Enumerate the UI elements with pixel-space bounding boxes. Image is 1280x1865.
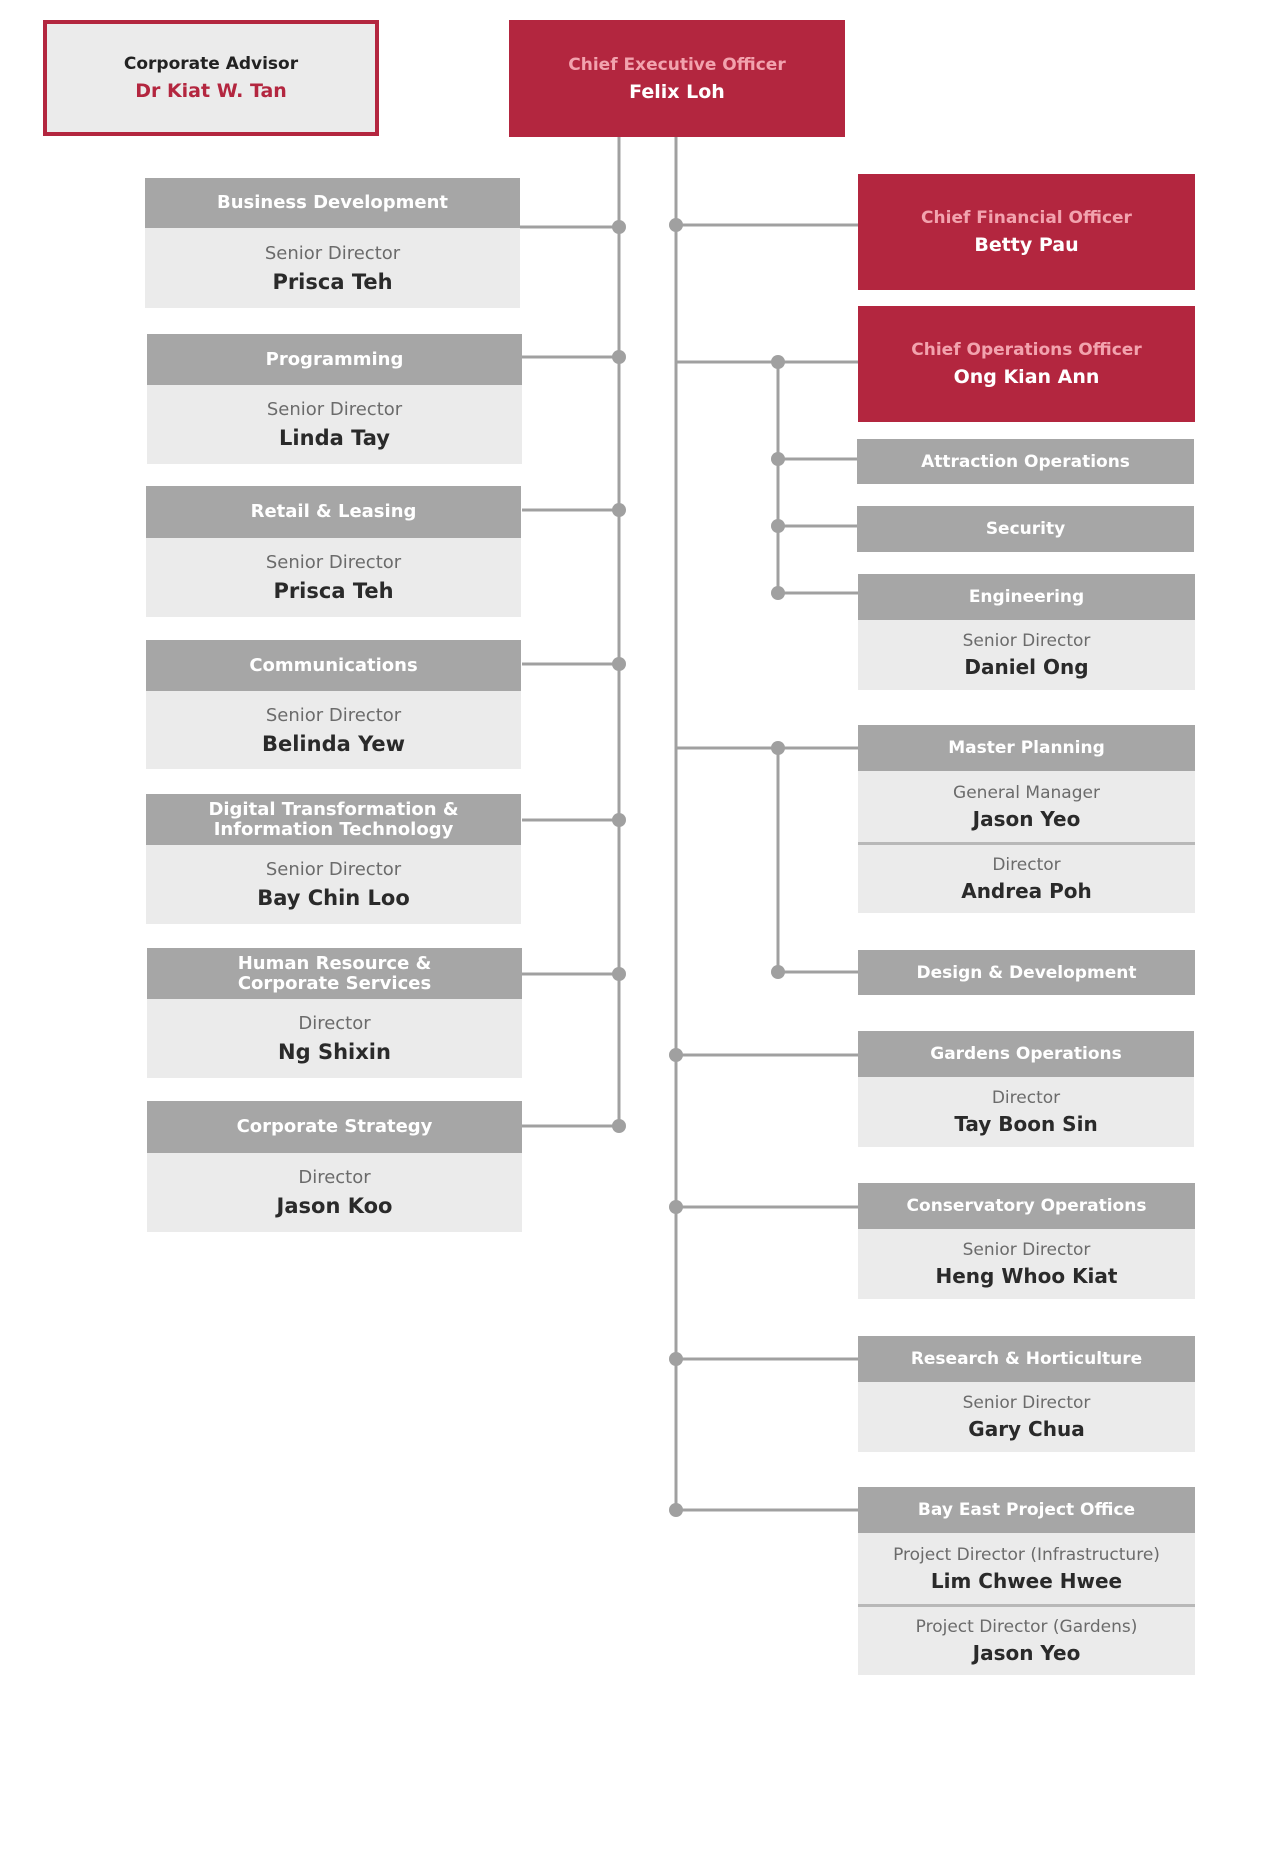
dept-person: Daniel Ong <box>964 655 1089 679</box>
dept-security: Security <box>857 506 1194 552</box>
dept-body: Director Tay Boon Sin <box>858 1077 1194 1147</box>
dept-header: Design & Development <box>858 950 1195 995</box>
dept-human-resource-corporate-services: Human Resource & Corporate Services Dire… <box>147 948 522 1078</box>
dept-title: Senior Director <box>265 859 402 880</box>
dept-header: Conservatory Operations <box>858 1183 1195 1229</box>
dept-body: Senior Director Prisca Teh <box>145 228 520 308</box>
dept-person: Linda Tay <box>279 426 390 450</box>
dept-body: Director Andrea Poh <box>858 842 1195 913</box>
dept-person: Belinda Yew <box>261 731 406 756</box>
dept-header: Human Resource & Corporate Services <box>147 948 522 999</box>
coo-name: Ong Kian Ann <box>953 366 1100 388</box>
dept-body: Senior Director Daniel Ong <box>858 620 1195 690</box>
cfo-box: Chief Financial Officer Betty Pau <box>858 174 1195 290</box>
dept-body: Senior Director Prisca Teh <box>146 538 521 617</box>
dept-header-line1: Human Resource & <box>237 952 432 974</box>
dept-engineering: Engineering Senior Director Daniel Ong <box>858 574 1195 690</box>
dept-body: Senior Director Heng Whoo Kiat <box>858 1229 1195 1299</box>
dept-research-horticulture: Research & Horticulture Senior Director … <box>858 1336 1195 1452</box>
dept-attraction-operations: Attraction Operations <box>857 439 1194 484</box>
dept-programming: Programming Senior Director Linda Tay <box>147 334 522 464</box>
dept-header-line2: Information Technology <box>213 818 454 840</box>
dept-person: Jason Yeo <box>972 806 1081 831</box>
dept-header: Attraction Operations <box>857 439 1194 484</box>
coo-role: Chief Operations Officer <box>911 340 1142 360</box>
dept-person: Lim Chwee Hwee <box>930 1568 1123 1593</box>
dept-body: Project Director (Infrastructure) Lim Ch… <box>858 1533 1195 1604</box>
dept-title: Director <box>298 1167 371 1188</box>
dept-person: Tay Boon Sin <box>954 1112 1098 1136</box>
dept-business-development: Business Development Senior Director Pri… <box>145 178 520 308</box>
dept-title: Director <box>992 855 1061 875</box>
advisor-name: Dr Kiat W. Tan <box>135 80 287 102</box>
coo-box: Chief Operations Officer Ong Kian Ann <box>858 306 1195 422</box>
dept-header: Communications <box>146 640 521 691</box>
dept-header: Security <box>857 506 1194 552</box>
dept-body: General Manager Jason Yeo <box>858 771 1195 842</box>
corporate-advisor-box: Corporate Advisor Dr Kiat W. Tan <box>43 20 379 136</box>
dept-person: Prisca Teh <box>272 269 393 294</box>
dept-corporate-strategy: Corporate Strategy Director Jason Koo <box>147 1101 522 1232</box>
dept-title: Director <box>991 1088 1061 1108</box>
ceo-name: Felix Loh <box>629 80 725 103</box>
ceo-box: Chief Executive Officer Felix Loh <box>509 20 845 137</box>
dept-master-planning: Master Planning General Manager Jason Ye… <box>858 725 1195 913</box>
dept-header: Business Development <box>145 178 520 228</box>
dept-header-line2: Corporate Services <box>237 972 432 994</box>
dept-body: Senior Director Belinda Yew <box>146 691 521 769</box>
dept-header: Engineering <box>858 574 1195 620</box>
dept-retail-leasing: Retail & Leasing Senior Director Prisca … <box>146 486 521 617</box>
dept-title: Senior Director <box>962 631 1091 651</box>
dept-title: Senior Director <box>265 552 402 573</box>
dept-header: Research & Horticulture <box>858 1336 1195 1382</box>
dept-header: Retail & Leasing <box>146 486 521 538</box>
cfo-name: Betty Pau <box>974 234 1079 256</box>
dept-title: Senior Director <box>266 399 403 420</box>
dept-communications: Communications Senior Director Belinda Y… <box>146 640 521 769</box>
dept-bay-east-project-office: Bay East Project Office Project Director… <box>858 1487 1195 1675</box>
dept-body: Project Director (Gardens) Jason Yeo <box>858 1604 1195 1675</box>
dept-title: Senior Director <box>962 1393 1091 1413</box>
dept-body: Senior Director Linda Tay <box>147 385 522 464</box>
dept-title: Project Director (Gardens) <box>915 1617 1138 1637</box>
dept-header-line1: Digital Transformation & <box>208 798 459 820</box>
dept-person: Prisca Teh <box>273 579 394 603</box>
dept-title: Senior Director <box>264 242 401 264</box>
dept-person: Andrea Poh <box>961 879 1092 903</box>
cfo-role: Chief Financial Officer <box>921 208 1132 228</box>
dept-title: General Manager <box>953 782 1100 803</box>
dept-person: Bay Chin Loo <box>257 886 410 910</box>
dept-body: Senior Director Gary Chua <box>858 1382 1195 1452</box>
dept-body: Director Jason Koo <box>147 1153 522 1232</box>
dept-conservatory-operations: Conservatory Operations Senior Director … <box>858 1183 1195 1299</box>
dept-title: Project Director (Infrastructure) <box>893 1544 1160 1565</box>
dept-digital-transformation-it: Digital Transformation & Information Tec… <box>146 794 521 924</box>
dept-person: Ng Shixin <box>278 1040 391 1064</box>
dept-header: Bay East Project Office <box>858 1487 1195 1533</box>
dept-design-development: Design & Development <box>858 950 1195 995</box>
advisor-role: Corporate Advisor <box>123 54 299 74</box>
dept-person: Jason Koo <box>276 1194 393 1218</box>
dept-header: Corporate Strategy <box>147 1101 522 1153</box>
dept-gardens-operations: Gardens Operations Director Tay Boon Sin <box>858 1031 1194 1147</box>
dept-body: Director Ng Shixin <box>147 999 522 1078</box>
dept-header: Programming <box>147 334 522 385</box>
dept-body: Senior Director Bay Chin Loo <box>146 845 521 924</box>
ceo-role: Chief Executive Officer <box>568 54 786 75</box>
dept-person: Jason Yeo <box>972 1641 1081 1665</box>
dept-person: Gary Chua <box>968 1417 1085 1441</box>
dept-title: Director <box>298 1013 371 1034</box>
dept-title: Senior Director <box>962 1240 1091 1260</box>
dept-header: Gardens Operations <box>858 1031 1194 1077</box>
dept-header: Master Planning <box>858 725 1195 771</box>
dept-title: Senior Director <box>265 704 402 726</box>
dept-header: Digital Transformation & Information Tec… <box>146 794 521 845</box>
dept-person: Heng Whoo Kiat <box>935 1264 1118 1288</box>
